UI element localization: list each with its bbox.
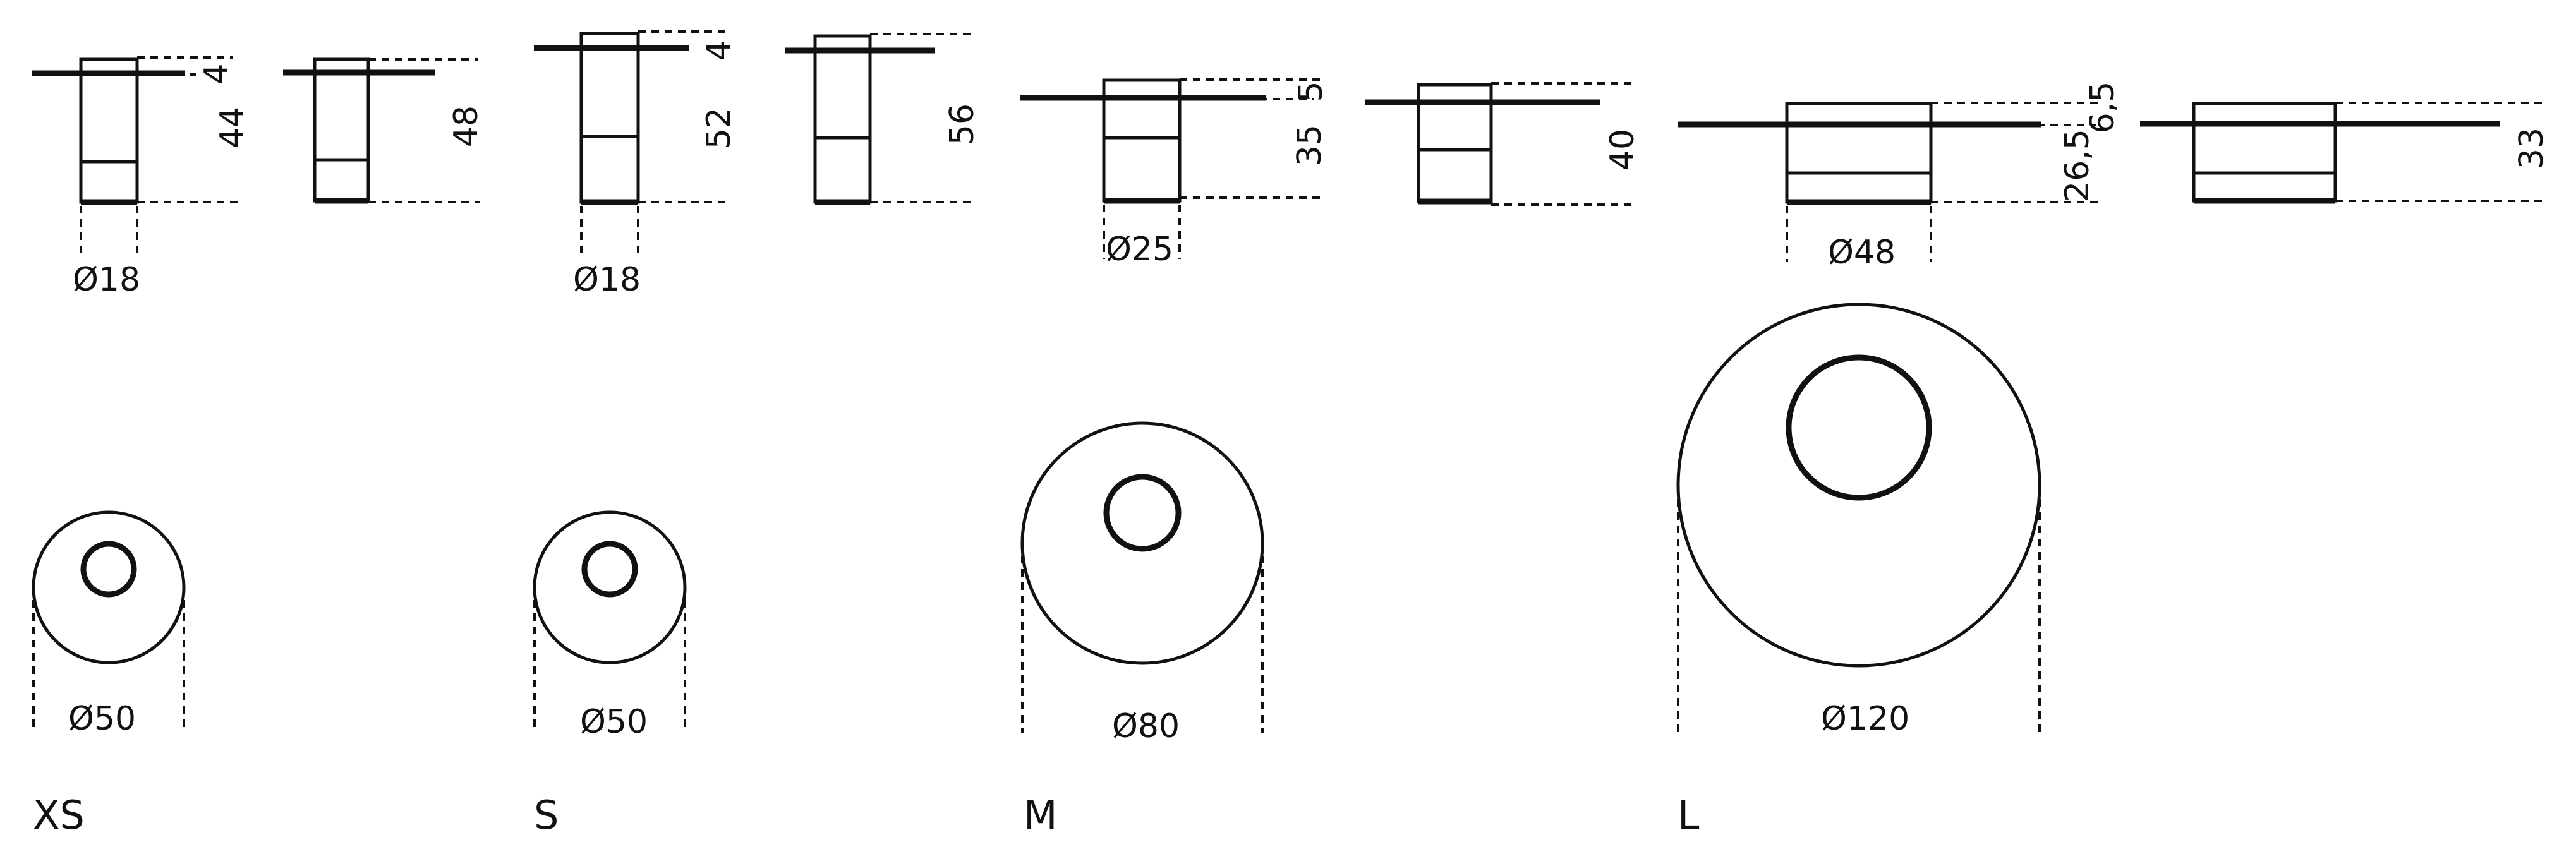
size-label: M xyxy=(1024,792,1058,838)
side-view-7: 6,5 26,5 Ø48 xyxy=(1678,81,2122,272)
top-view-l: Ø120 L xyxy=(1676,303,2041,838)
size-label: XS xyxy=(33,792,85,838)
side-view-5: 5 35 Ø25 xyxy=(1020,78,1330,268)
dimension-label: 33 xyxy=(2513,128,2551,169)
dimension-label: 56 xyxy=(943,104,981,145)
diameter-label: Ø48 xyxy=(1828,234,1896,272)
dimension-label: 4 xyxy=(198,63,236,84)
dimension-label: 5 xyxy=(1292,81,1330,102)
diameter-label: Ø120 xyxy=(1821,700,1909,738)
top-view-s: Ø50 S xyxy=(533,510,687,838)
dimension-label: 4 xyxy=(700,40,738,61)
dimension-label: 35 xyxy=(1291,124,1329,166)
size-label: S xyxy=(534,792,559,838)
dimension-label: 44 xyxy=(214,107,251,148)
side-view-3: 4 52 Ø18 xyxy=(534,30,738,299)
diameter-label: Ø18 xyxy=(73,261,140,299)
side-view-1: 4 44 Ø18 xyxy=(32,56,251,299)
diameter-label: Ø80 xyxy=(1112,707,1180,745)
top-view-xs: Ø50 XS xyxy=(32,510,186,838)
dimension-label: 48 xyxy=(447,105,485,147)
diameter-label: Ø25 xyxy=(1106,231,1173,268)
dimension-label: 26,5 xyxy=(2059,129,2096,202)
diameter-label: Ø18 xyxy=(573,261,641,299)
side-view-6: 40 xyxy=(1365,82,1642,206)
dimension-label: 6,5 xyxy=(2084,81,2122,134)
side-view-2: 48 xyxy=(283,57,485,204)
dimension-label: 40 xyxy=(1604,129,1642,171)
dimension-label: 52 xyxy=(700,107,738,149)
diameter-label: Ø50 xyxy=(68,700,136,738)
diameter-label: Ø50 xyxy=(580,703,648,741)
side-view-4: 56 xyxy=(785,33,981,205)
side-view-8: 33 xyxy=(2140,102,2551,204)
top-view-m: Ø80 M xyxy=(1020,421,1264,838)
size-label: L xyxy=(1678,792,1700,838)
